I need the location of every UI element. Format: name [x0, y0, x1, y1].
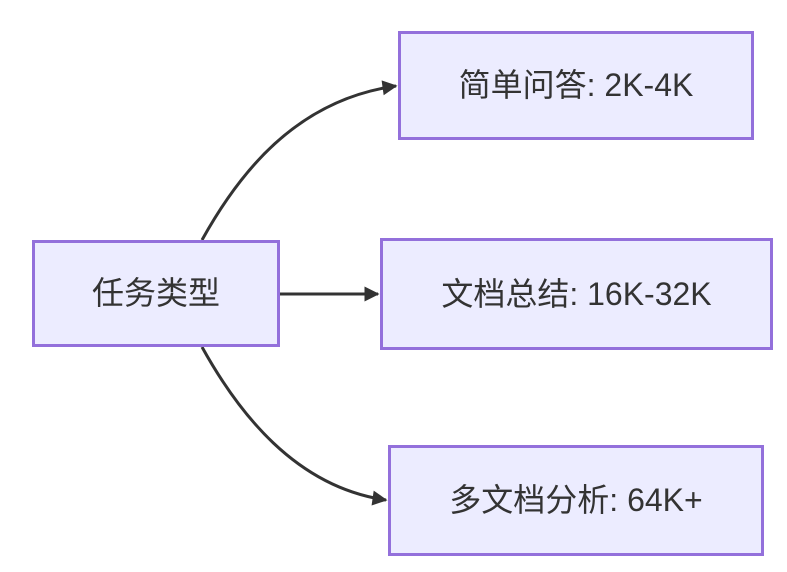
node-doc-summary-label: 文档总结: 16K-32K: [441, 275, 712, 312]
node-doc-summary: 文档总结: 16K-32K: [380, 238, 773, 350]
edge-task-type-to-multi-doc: [200, 346, 388, 506]
edge-task-type-to-simple-qa: [200, 80, 398, 241]
node-multi-doc: 多文档分析: 64K+: [388, 445, 764, 556]
node-task-type: 任务类型: [32, 240, 280, 347]
node-multi-doc-label: 多文档分析: 64K+: [449, 482, 703, 519]
node-task-type-label: 任务类型: [91, 275, 220, 312]
node-simple-qa-label: 简单问答: 2K-4K: [458, 67, 694, 104]
node-simple-qa: 简单问答: 2K-4K: [398, 31, 754, 140]
